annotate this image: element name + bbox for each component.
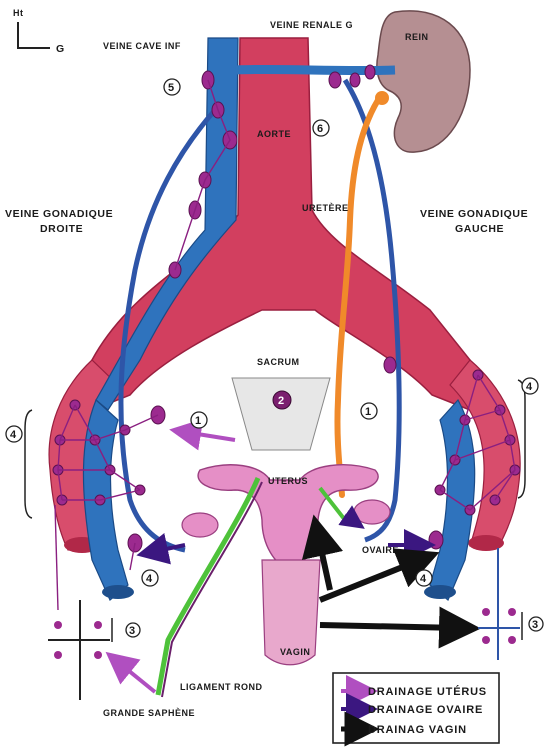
ureter (334, 97, 381, 498)
marker-3-right: 3 (532, 619, 538, 631)
drainage-arrows (105, 418, 481, 694)
marker-1-left: 1 (195, 415, 201, 427)
ureter-label: URETÈRE (302, 203, 349, 213)
left-gonadal-label-1: VEINE GONADIQUE (420, 208, 528, 220)
renal-vein (235, 64, 396, 76)
number-markers: 5 6 4 4 1 1 4 4 3 3 2 (5, 78, 544, 638)
inguinal-nodes-right (478, 548, 523, 660)
round-ligament-label: LIGAMENT ROND (180, 682, 263, 692)
kidney: REIN (376, 10, 471, 153)
ovary-label: OVAIRE (362, 545, 399, 555)
sacrum: SACRUM (231, 357, 331, 451)
marker-4-low-left: 4 (146, 573, 153, 585)
vena-cava (82, 37, 476, 601)
round-ligament (155, 477, 261, 696)
kidney-label: REIN (405, 32, 429, 42)
great-saphenous-label: GRANDE SAPHÈNE (103, 708, 195, 718)
marker-1-right: 1 (365, 406, 371, 418)
legend-vagina-label: DRAINAG VAGIN (368, 724, 467, 736)
legend: DRAINAGE UTÉRUS DRAINAGE OVAIRE DRAINAG … (332, 672, 500, 747)
bracket-left (24, 409, 33, 519)
marker-4-left: 4 (10, 429, 17, 441)
orientation-left-label: G (56, 43, 65, 55)
orientation-up-label: Ht (13, 8, 24, 18)
marker-4-low-right: 4 (420, 573, 427, 585)
marker-4-right: 4 (526, 381, 533, 393)
legend-uterus-label: DRAINAGE UTÉRUS (368, 685, 487, 698)
aorta-label: AORTE (257, 129, 291, 139)
left-gonadal-vein (342, 78, 402, 543)
marker-3-left: 3 (129, 625, 135, 637)
inguinal-nodes-left (48, 600, 113, 700)
right-gonadal-label-2: DROITE (40, 223, 83, 235)
marker-6: 6 (317, 123, 323, 135)
anatomy-labels: VEINE CAVE INF VEINE RENALE G URETÈRE VE… (5, 20, 528, 718)
legend-ovary-label: DRAINAGE OVAIRE (368, 704, 483, 716)
right-gonadal-vein (118, 108, 217, 553)
left-gonadal-label-2: GAUCHE (455, 223, 504, 235)
sacrum-label: SACRUM (257, 357, 300, 367)
marker-5: 5 (168, 82, 174, 94)
right-gonadal-label-1: VEINE GONADIQUE (5, 208, 113, 220)
marker-2: 2 (278, 395, 284, 407)
vena-cava-label: VEINE CAVE INF (103, 41, 181, 51)
uterus: UTERUS OVAIRE VAGIN (181, 464, 399, 666)
renal-vein-label: VEINE RENALE G (270, 20, 353, 30)
lymph-links (54, 79, 516, 611)
orientation-axes: Ht G (13, 8, 65, 55)
uterus-label: UTERUS (268, 476, 308, 486)
vagina-label: VAGIN (280, 647, 310, 657)
round-ligament-inner (161, 481, 263, 698)
